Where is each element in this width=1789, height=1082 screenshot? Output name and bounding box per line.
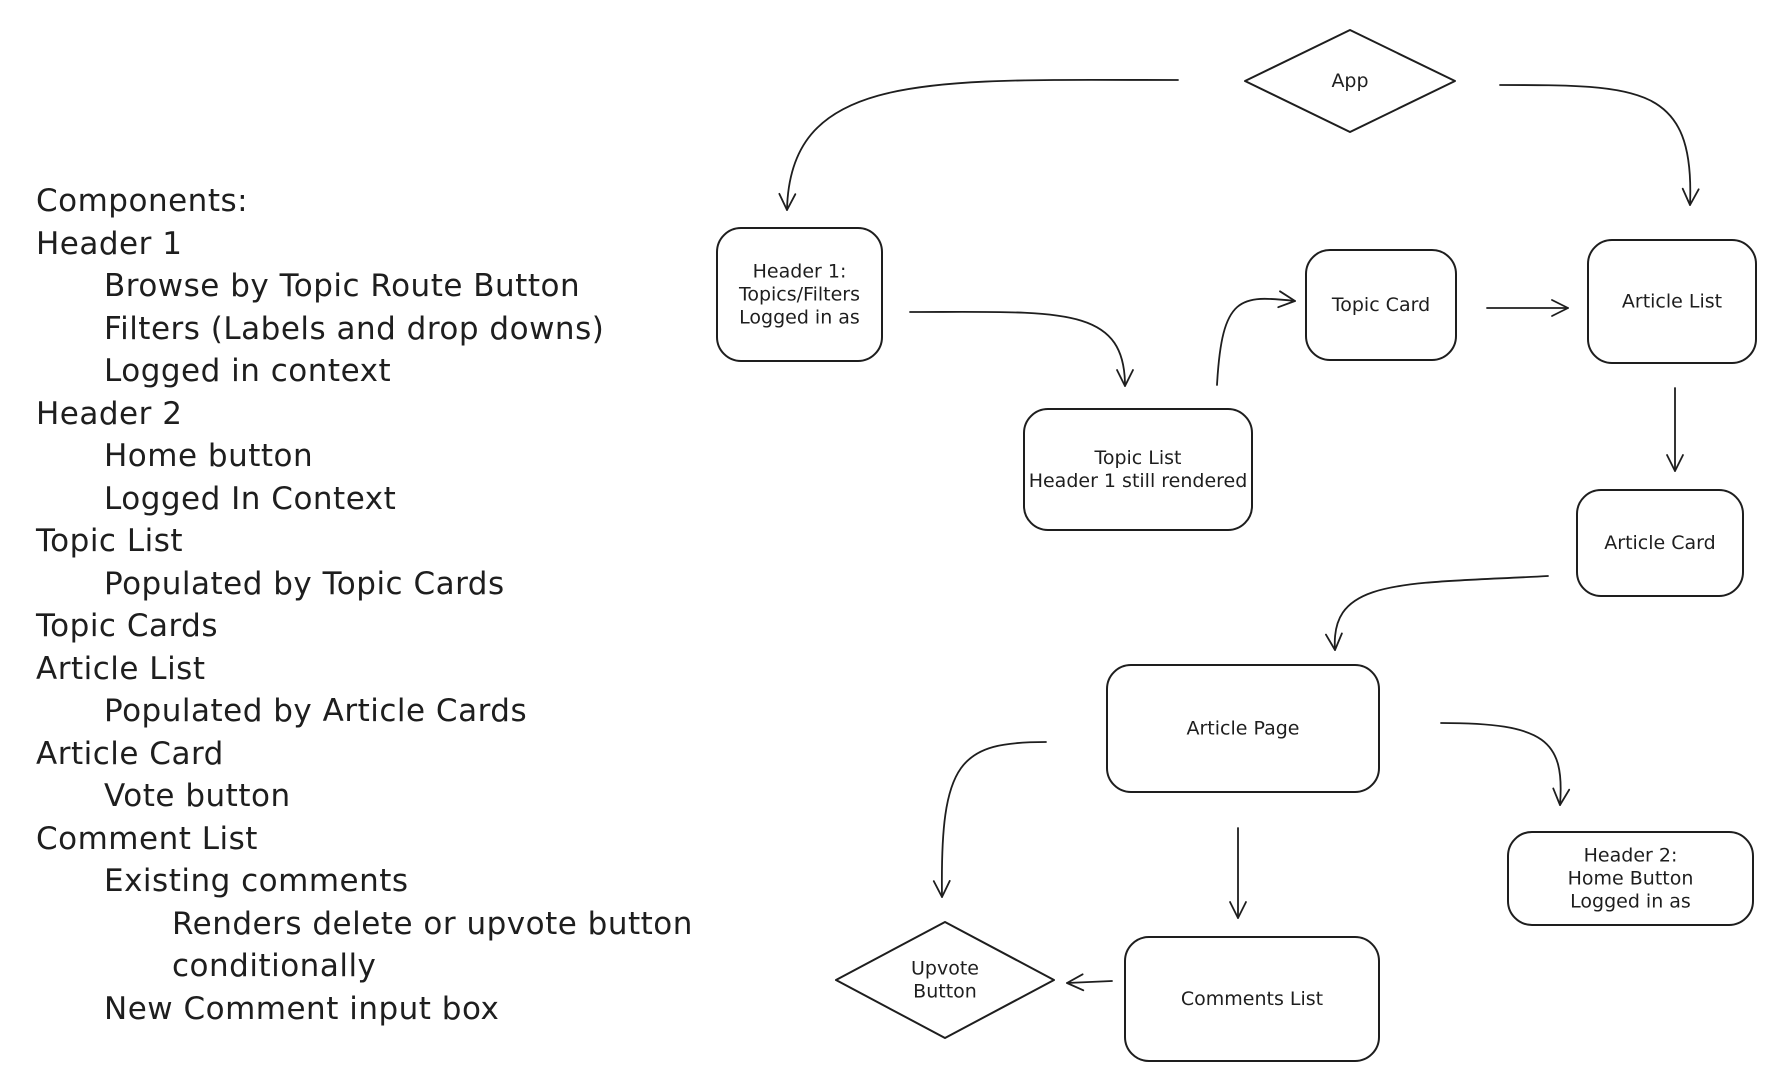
note-item: Renders delete or upvote button <box>172 905 693 942</box>
note-item: Comment List <box>36 820 258 857</box>
node-label: Comments List <box>1181 988 1323 1010</box>
component-notes: Components: Header 1 Browse by Topic Route… <box>36 180 756 1030</box>
edge-article-page-to-upvote-button <box>932 741 1047 898</box>
rounded-rect-shape <box>716 227 883 362</box>
note-item: Populated by Topic Cards <box>104 565 505 602</box>
note-item: Article Card <box>36 735 224 772</box>
edge-article-card-to-article-page <box>1325 575 1549 651</box>
note-item: Topic List <box>36 523 184 559</box>
node-label: Topic Card <box>1331 294 1430 316</box>
rounded-rect-shape <box>1576 489 1744 597</box>
note-item: Header 1 <box>36 225 183 262</box>
node-label: Button <box>913 981 977 1003</box>
diamond-shape <box>1244 29 1456 133</box>
node-label: Home Button <box>1568 868 1694 890</box>
note-item: Vote button <box>104 778 291 814</box>
note-item: Header 2 <box>36 395 183 432</box>
node-label: Topics/Filters <box>738 284 860 306</box>
note-item: Populated by Article Cards <box>104 693 528 729</box>
edge-comments-list-to-upvote-button <box>1066 973 1113 992</box>
node-label: Topic List <box>1093 447 1181 469</box>
node-label: Article List <box>1622 291 1722 313</box>
node-article-page[interactable]: Article Page <box>1106 664 1380 793</box>
rounded-rect-shape <box>1023 408 1253 531</box>
rounded-rect-shape <box>1305 249 1457 361</box>
note-item: Components: <box>36 183 249 219</box>
node-label: Upvote <box>911 958 979 980</box>
node-label: Header 1: <box>753 261 847 283</box>
edge-topic-list-to-topic-card <box>1216 290 1296 386</box>
edge-app-to-article-list <box>1499 84 1700 206</box>
note-item: New Comment input box <box>104 990 500 1027</box>
diamond-shape <box>835 921 1055 1039</box>
edge-app-to-header1 <box>778 78 1179 211</box>
rounded-rect-shape <box>1106 664 1380 793</box>
node-article-card[interactable]: Article Card <box>1576 489 1744 597</box>
note-item: Browse by Topic Route Button <box>104 268 581 304</box>
node-article-list[interactable]: Article List <box>1587 239 1757 364</box>
note-item: Topic Cards <box>36 608 218 644</box>
note-item: Article List <box>36 650 206 687</box>
node-app[interactable]: App <box>1244 29 1456 133</box>
note-item: Home button <box>104 438 314 474</box>
edges-layer <box>778 78 1700 992</box>
edge-article-page-to-header2 <box>1440 722 1571 806</box>
edge-header1-to-topic-list <box>909 310 1134 387</box>
node-label: Header 2: <box>1584 845 1678 867</box>
node-comments-list[interactable]: Comments List <box>1124 936 1380 1062</box>
note-item: Filters (Labels and drop downs) <box>104 310 605 347</box>
note-item: Existing comments <box>104 863 409 899</box>
rounded-rect-shape <box>1507 831 1754 926</box>
node-label: Article Page <box>1187 718 1300 740</box>
node-label: Article Card <box>1604 532 1715 554</box>
note-item: conditionally <box>172 948 377 984</box>
note-item: Logged In Context <box>104 480 397 517</box>
node-label: Header 1 still rendered <box>1029 470 1248 492</box>
note-item: Logged in context <box>104 353 392 389</box>
node-topic-card[interactable]: Topic Card <box>1305 249 1457 361</box>
rounded-rect-shape <box>1587 239 1757 364</box>
node-label: Logged in as <box>739 307 860 329</box>
node-label: App <box>1331 70 1368 92</box>
rounded-rect-shape <box>1124 936 1380 1062</box>
node-label: Logged in as <box>1570 891 1691 913</box>
